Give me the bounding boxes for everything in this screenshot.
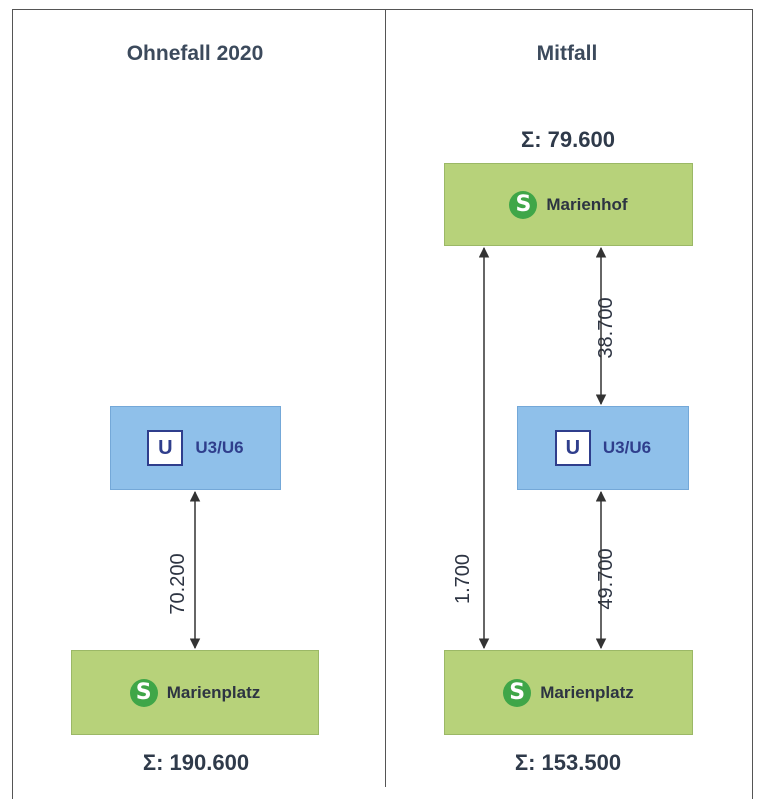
right-s-top-station-box: S Marienhof xyxy=(444,163,693,246)
left-s-station-box: S Marienplatz xyxy=(71,650,319,735)
u-bahn-icon: U xyxy=(554,430,591,466)
panel-divider xyxy=(385,9,386,787)
left-s-station-label: Marienplatz xyxy=(166,682,261,702)
right-u-station-label: U3/U6 xyxy=(602,438,652,457)
s-bahn-icon: S xyxy=(129,678,158,707)
left-panel-title: Ohnefall 2020 xyxy=(126,42,264,65)
right-s-top-station-label: Marienhof xyxy=(546,194,628,214)
right-s-bottom-station-label: Marienplatz xyxy=(540,682,634,702)
s-bahn-icon: S xyxy=(509,190,538,219)
right-sum-bottom: Σ: 153.500 xyxy=(514,750,622,775)
left-u-station-label: U3/U6 xyxy=(195,438,244,457)
left-u-station-box: U U3/U6 xyxy=(110,406,281,490)
diagram-frame xyxy=(12,9,753,799)
s-bahn-icon: S xyxy=(503,678,532,707)
right-sum-top: Σ: 79.600 xyxy=(521,127,615,152)
u-bahn-icon: U xyxy=(147,430,184,466)
left-sum-bottom: Σ: 190.600 xyxy=(142,750,250,775)
right-s-bottom-station-box: S Marienplatz xyxy=(444,650,693,735)
right-u-station-box: U U3/U6 xyxy=(517,406,689,490)
right-panel-title: Mitfall xyxy=(536,42,598,65)
